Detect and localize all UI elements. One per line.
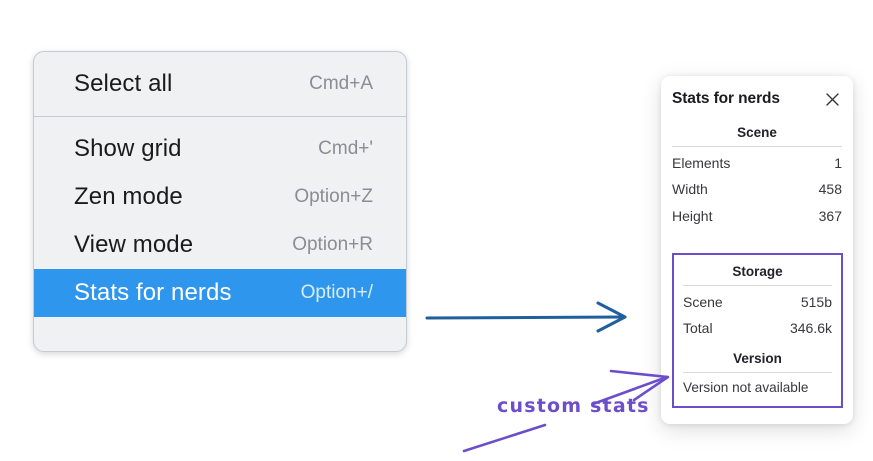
stat-row-elements: Elements 1: [672, 150, 842, 176]
custom-stats-highlight-box: Storage Scene 515b Total 346.6k Version …: [672, 253, 843, 408]
menu-item-shortcut: Option+/: [300, 282, 373, 303]
menu-item-shortcut: Option+R: [292, 234, 373, 255]
canvas-context-menu[interactable]: Select all Cmd+A Show grid Cmd+' Zen mod…: [33, 51, 407, 352]
version-not-available-text: Version not available: [683, 379, 809, 395]
section-divider: [683, 371, 832, 373]
menu-item-view-mode[interactable]: View mode Option+R: [34, 221, 406, 269]
stat-key: Height: [672, 207, 713, 224]
stat-value: 367: [818, 207, 842, 224]
menu-item-shortcut: Cmd+': [318, 138, 373, 159]
menu-item-label: Show grid: [74, 135, 182, 162]
section-title-storage: Storage: [732, 264, 783, 279]
stats-for-nerds-panel: Stats for nerds Scene Elements 1 Width 4…: [661, 76, 853, 424]
menu-group-1: Select all Cmd+A: [34, 52, 406, 116]
blue-arrow-menu-to-panel: [425, 301, 627, 333]
section-title-scene: Scene: [737, 125, 777, 140]
stat-key: Width: [672, 181, 708, 198]
menu-item-select-all[interactable]: Select all Cmd+A: [34, 60, 406, 108]
menu-item-stats-for-nerds[interactable]: Stats for nerds Option+/: [34, 269, 406, 317]
stat-row-height: Height 367: [672, 203, 842, 229]
menu-item-label: Select all: [74, 70, 173, 97]
stat-value: 515b: [800, 294, 832, 310]
menu-item-zen-mode[interactable]: Zen mode Option+Z: [34, 173, 406, 221]
stat-value: 1: [834, 155, 842, 171]
stats-panel-header: Stats for nerds: [672, 76, 842, 116]
close-icon[interactable]: [822, 89, 842, 109]
menu-item-shortcut: Option+Z: [294, 186, 373, 207]
purple-underline-stroke: [462, 423, 547, 453]
menu-item-label: Zen mode: [74, 183, 183, 210]
menu-group-2: Show grid Cmd+' Zen mode Option+Z View m…: [34, 116, 406, 325]
menu-item-label: Stats for nerds: [74, 279, 232, 306]
menu-item-show-grid[interactable]: Show grid Cmd+': [34, 125, 406, 173]
section-divider: [672, 146, 842, 147]
custom-stats-annotation-label: custom stats: [497, 395, 650, 417]
stat-row-storage-scene: Scene 515b: [683, 289, 832, 315]
stat-key: Elements: [672, 155, 731, 171]
menu-item-shortcut: Cmd+A: [309, 73, 373, 94]
section-divider: [683, 285, 832, 286]
stat-key: Scene: [683, 294, 723, 310]
stat-row-width: Width 458: [672, 176, 842, 202]
stat-row-storage-total: Total 346.6k: [683, 315, 832, 341]
section-title-version: Version: [733, 350, 782, 366]
stat-value: 346.6k: [789, 320, 832, 337]
stats-panel-title: Stats for nerds: [672, 90, 780, 107]
stat-value: 458: [818, 181, 842, 198]
menu-item-label: View mode: [74, 231, 194, 258]
stat-key: Total: [683, 320, 713, 337]
